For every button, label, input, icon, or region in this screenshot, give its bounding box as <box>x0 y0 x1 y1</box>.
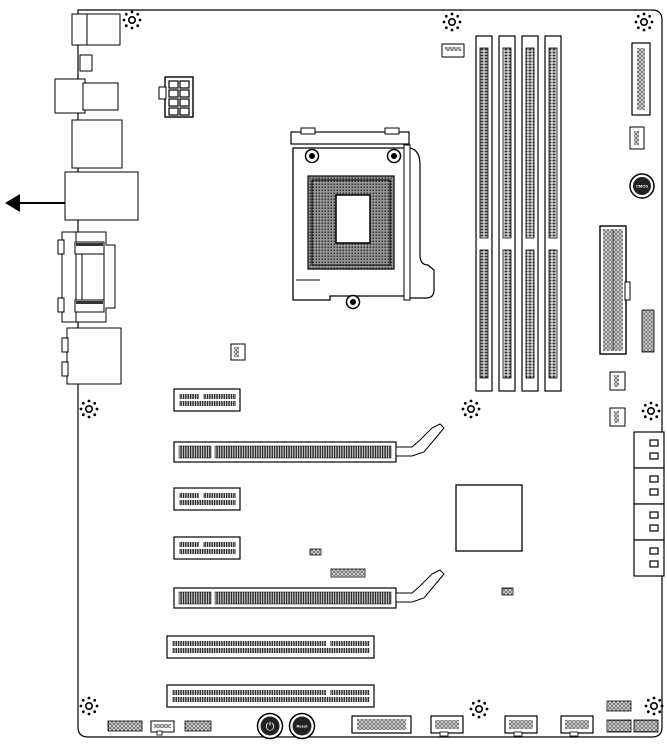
fan-header <box>230 343 246 361</box>
pcie-x1-slot <box>173 388 241 412</box>
bottom-header-3pin <box>150 720 175 736</box>
rear-io <box>54 13 139 385</box>
chipset <box>455 484 523 552</box>
header-vertical-6pin <box>631 42 651 116</box>
dimm-slot <box>475 35 493 392</box>
reset-label: Reset <box>297 724 309 729</box>
front-panel-header <box>606 700 632 712</box>
sata-ports <box>633 431 665 577</box>
dimm-slots <box>475 35 562 392</box>
usb3-header <box>351 715 412 734</box>
power-button-icon: ⏻ <box>256 712 284 740</box>
cpu-socket <box>290 127 435 310</box>
power-symbol: ⏻ <box>266 720 275 733</box>
usb-header <box>430 715 464 737</box>
dimm-slot <box>521 35 539 392</box>
bottom-header <box>107 720 143 732</box>
cmos-label: CMOS <box>636 184 648 189</box>
header-side-small <box>641 309 655 353</box>
header-small-right <box>629 126 645 150</box>
reset-button-icon: Reset <box>288 712 316 740</box>
pcie-x16-slot <box>173 423 445 463</box>
io-lan-usb <box>64 171 139 221</box>
header-pins <box>330 568 366 578</box>
io-small-port <box>79 54 93 72</box>
dimm-slot <box>544 35 562 392</box>
dimm-slot <box>498 35 516 392</box>
io-usb-top <box>71 119 123 169</box>
jumper <box>309 548 322 556</box>
front-panel-header <box>633 719 659 733</box>
cmos-button-icon: CMOS <box>629 173 655 199</box>
pcie-x1-slot <box>173 487 241 511</box>
front-panel-header <box>606 719 632 733</box>
atx-power-24pin <box>599 225 631 355</box>
jumper <box>501 587 514 596</box>
usb-header <box>504 715 538 737</box>
usb-header <box>560 715 594 737</box>
io-audio-optical <box>54 78 86 114</box>
fan-header <box>441 43 465 58</box>
arrow-left-icon <box>5 194 73 212</box>
pcie-x1-slot <box>173 536 241 560</box>
fan-header <box>609 407 626 427</box>
io-audio-jacks <box>66 327 122 385</box>
bottom-header <box>184 720 212 732</box>
board-outline <box>77 9 663 738</box>
pci-slot <box>166 635 375 659</box>
fan-header <box>609 371 626 391</box>
pcie-x16-slot <box>173 569 445 609</box>
pci-slot <box>166 684 375 708</box>
cpu-power-8pin <box>158 76 194 118</box>
